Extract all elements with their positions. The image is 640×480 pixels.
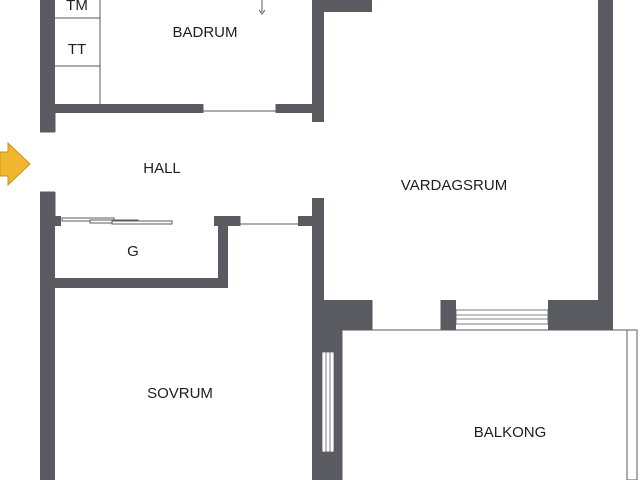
bedroom-door: [239, 216, 298, 226]
room-label-balkong: BALKONG: [474, 424, 547, 441]
closet-right-top-wall: [214, 216, 240, 226]
living-room-right-wall: [598, 0, 613, 312]
entrance-door: [40, 113, 56, 216]
balcony-door: [371, 300, 442, 330]
wardrobe-sliding-doors: [61, 217, 173, 225]
closet-right-wall: [218, 226, 228, 288]
hall-living-partition: [312, 198, 324, 330]
room-label-sovrum: SOVRUM: [147, 385, 213, 402]
living-room-bottom-wall-right: [548, 300, 613, 330]
bathroom-right-wall: [312, 0, 324, 122]
closet-bottom-wall: [55, 278, 228, 288]
balcony-window: [455, 309, 549, 325]
room-label-tm: TM: [66, 0, 88, 14]
room-label-g: G: [127, 243, 139, 260]
upper-wall-stub: [324, 0, 372, 12]
living-room-bottom-wall-mid: [441, 300, 456, 330]
bathroom-bottom-wall-left: [55, 104, 203, 113]
left-wall-lower: [40, 192, 55, 480]
bathroom-door: [202, 104, 277, 113]
room-label-tt: TT: [68, 41, 86, 58]
bathroom-bottom-wall-right: [276, 104, 324, 113]
closet-left-top-wall: [55, 216, 61, 226]
entrance-arrow-icon: [0, 141, 31, 187]
living-room-bottom-wall-left: [324, 300, 372, 330]
walls: [40, 0, 613, 480]
partition-stub: [298, 216, 312, 226]
room-label-hall: HALL: [143, 160, 181, 177]
room-label-badrum: BADRUM: [172, 24, 237, 41]
bathroom-fixtures: [55, 0, 266, 104]
left-wall-upper: [40, 0, 55, 132]
balcony-outline: [341, 329, 638, 480]
bedroom-window: [321, 351, 335, 453]
room-label-vardagsrum: VARDAGSRUM: [401, 177, 507, 194]
